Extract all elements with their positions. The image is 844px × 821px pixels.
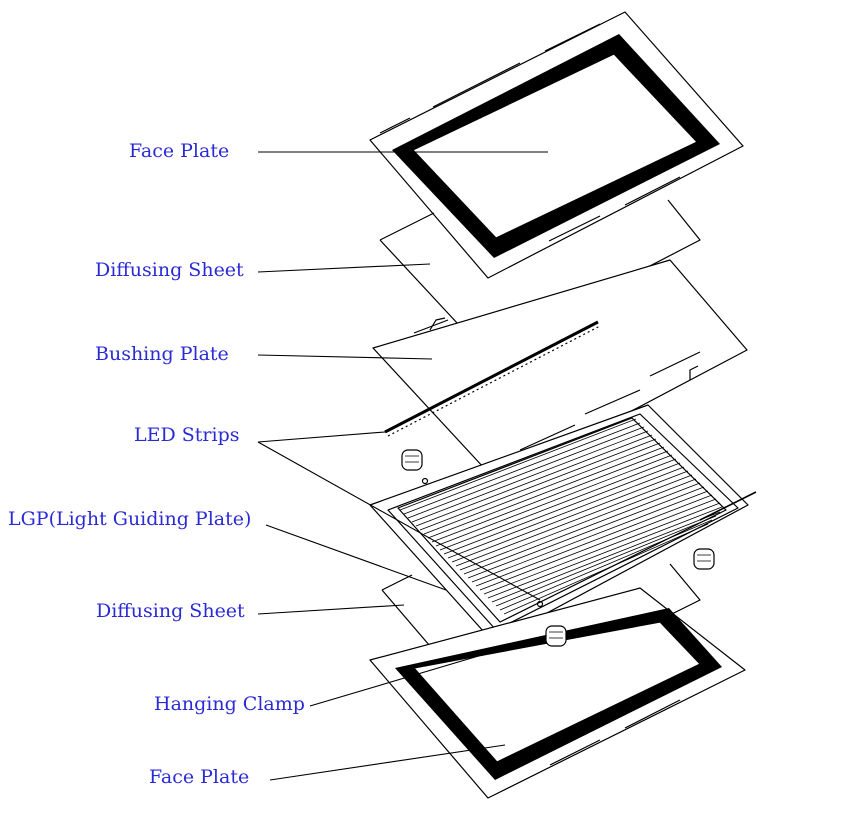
- label-bushing-plate: Bushing Plate: [95, 343, 229, 365]
- bushing-plate-part: [372, 259, 748, 483]
- leader-face-plate-bottom: [269, 744, 506, 781]
- label-face-plate-bottom: Face Plate: [149, 766, 250, 788]
- leader-led-strips-b: [257, 441, 541, 601]
- lgp-part: [369, 404, 757, 643]
- face-plate-bottom-part: [369, 587, 746, 799]
- leader-diffusing-sheet-top: [257, 263, 431, 273]
- leader-diffusing-sheet-bottom: [257, 604, 405, 615]
- leader-bushing-plate: [257, 354, 433, 360]
- label-lgp: LGP(Light Guiding Plate): [8, 508, 252, 530]
- label-diffusing-sheet-top: Diffusing Sheet: [95, 259, 244, 281]
- leader-lines: [257, 151, 548, 781]
- label-hanging-clamp: Hanging Clamp: [154, 693, 305, 715]
- leader-led-strips-a: [257, 431, 386, 443]
- hanging-clamp-parts: [401, 449, 715, 647]
- leader-hanging-clamp: [309, 635, 547, 707]
- led-strip-part: [384, 320, 601, 437]
- leader-lgp: [265, 524, 447, 591]
- face-plate-top-part: [369, 11, 744, 279]
- label-face-plate-top: Face Plate: [129, 140, 230, 162]
- label-diffusing-sheet-bottom: Diffusing Sheet: [96, 600, 245, 622]
- label-led-strips: LED Strips: [134, 424, 240, 446]
